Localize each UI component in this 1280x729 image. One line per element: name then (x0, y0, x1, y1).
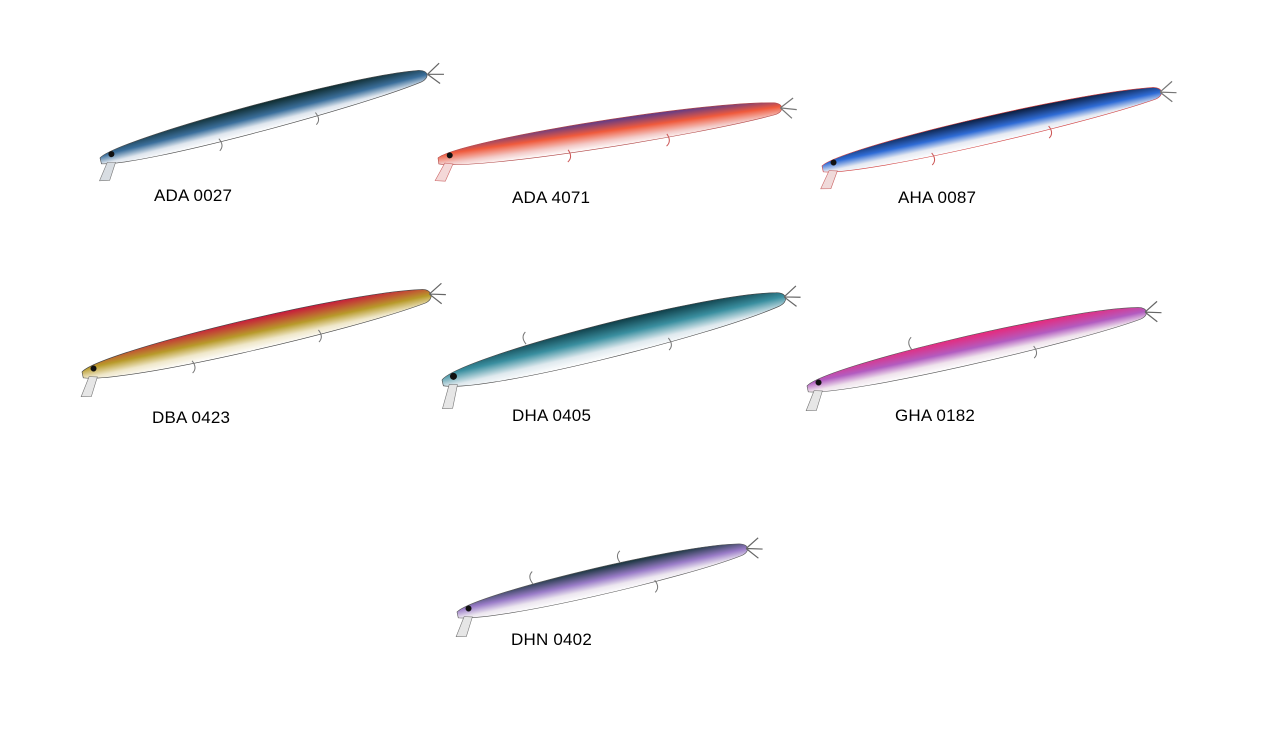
lure-code-label: AHA 0087 (898, 188, 977, 207)
lure-card: GHA 0182 (795, 282, 1215, 432)
lure-code-label: DBA 0423 (152, 408, 231, 427)
lure-image (805, 300, 1162, 412)
lure-card: DHN 0402 (445, 516, 865, 666)
lure-image (441, 285, 801, 409)
lure-code-label: ADA 0027 (154, 186, 233, 205)
lure-image (434, 97, 797, 182)
lure-code-label: ADA 4071 (512, 188, 591, 207)
lure-card: AHA 0087 (810, 70, 1230, 220)
lure-image (99, 62, 444, 182)
lure-card: DHA 0405 (430, 258, 850, 425)
lure-card: ADA 4071 (428, 80, 848, 230)
lure-code-label: DHA 0405 (512, 406, 592, 425)
lure-image (820, 80, 1177, 190)
lure-image (80, 282, 446, 398)
lure-code-label: GHA 0182 (895, 406, 976, 425)
lure-code-label: DHN 0402 (511, 630, 592, 649)
lure-card: DBA 0423 (70, 268, 490, 427)
lure-image (455, 537, 763, 638)
lure-card: ADA 0027 (88, 58, 508, 208)
